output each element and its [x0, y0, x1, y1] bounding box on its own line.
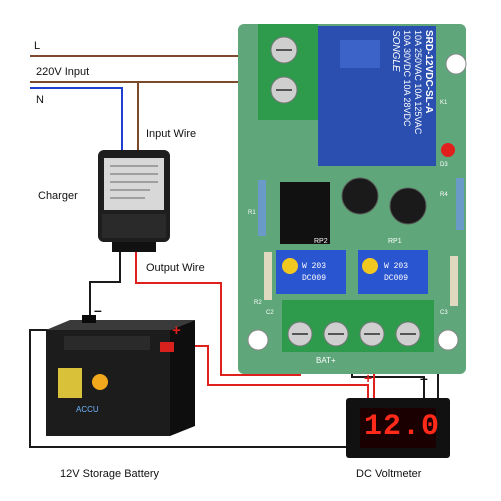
label-line-l: L [34, 40, 41, 52]
charger-board [238, 24, 467, 374]
wire-input-brown [137, 81, 262, 152]
voltmeter-reading: 12.0 [364, 410, 441, 444]
label-voltmeter-caption: DC Voltmeter [356, 468, 422, 480]
pot-left-ref: RP2 [314, 238, 328, 245]
dc-voltmeter [346, 398, 450, 458]
battery-minus-mark: – [94, 302, 102, 318]
relay-model: SRD-12VDC-SL-A [423, 30, 434, 114]
relay-rating-2: 10A 30VDC 10A 28VDC [402, 30, 412, 127]
battery-plus-mark: + [172, 322, 181, 339]
board-terminal-label: BAT+ [316, 356, 336, 365]
pot-right-code: W 203 [384, 262, 409, 271]
pot-left-code: W 203 [302, 262, 327, 271]
board-ref-c3: C3 [440, 310, 448, 316]
label-charger: Charger [38, 190, 78, 202]
board-ref-k1: K1 [440, 100, 448, 106]
relay-brand: SONGLE [390, 30, 401, 72]
storage-battery: ACCU [46, 315, 195, 436]
board-ref-r4: R4 [440, 192, 448, 198]
label-battery-caption: 12V Storage Battery [60, 468, 160, 480]
wire-output-black [89, 250, 121, 322]
wire-n-line [30, 87, 123, 152]
label-220v-input: 220V Input [36, 66, 90, 78]
pot-right-code2: DC009 [384, 274, 409, 283]
board-ref-c2: C2 [266, 310, 274, 316]
wire-battery-plus [172, 345, 369, 404]
label-input-wire: Input Wire [146, 128, 197, 140]
label-output-wire: Output Wire [146, 262, 205, 274]
board-led-ref: D3 [440, 162, 448, 168]
board-ref-r1: R1 [248, 210, 256, 216]
relay-rating-1: 10A 250VAC 10A 125VAC [413, 30, 423, 135]
charger-adapter [98, 150, 170, 252]
pot-right-ref: RP1 [388, 238, 402, 245]
relay-text: SRD-12VDC-SL-A 10A 250VAC 10A 125VAC 10A… [322, 30, 434, 162]
pot-left-code2: DC009 [302, 274, 327, 283]
board-ref-r2: R2 [254, 300, 262, 306]
voltmeter-plus-mark: + [364, 370, 373, 386]
svg-text:ACCU: ACCU [76, 405, 99, 414]
label-line-n: N [36, 94, 44, 106]
voltmeter-minus-mark: – [420, 370, 428, 386]
